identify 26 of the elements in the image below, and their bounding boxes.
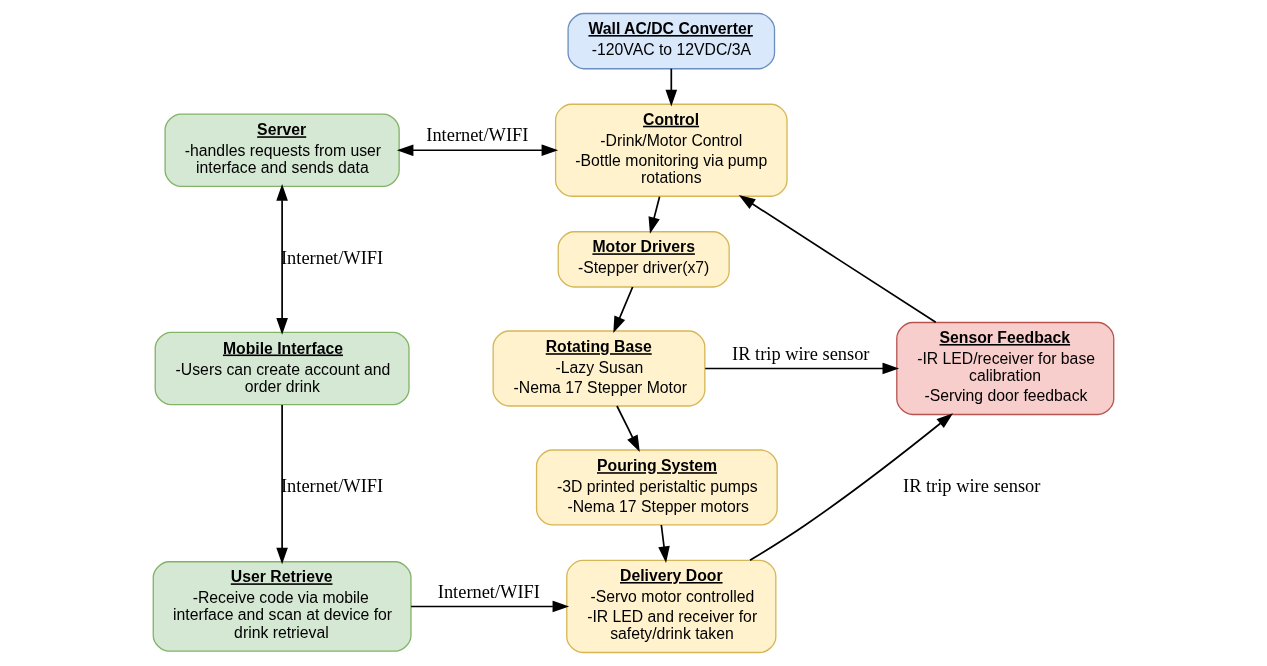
arrow: [410, 600, 570, 613]
arrow: [616, 405, 640, 452]
node-box: User Retrieve -Receive code via mobile interface and scan at device for drink retrieval: [152, 561, 412, 652]
node-box: Sensor Feedback -IR LED/receiver for base calibration -Serving door feedback: [896, 321, 1115, 416]
node-box: Wall AC/DC Converter -120VAC to 12VDC/3A: [567, 12, 776, 70]
arrow: [749, 413, 954, 562]
arrow: [665, 67, 678, 107]
node-box: Motor Drivers -Stepper driver(x7): [557, 231, 730, 288]
node-box: Control -Drink/Motor Control -Bottle monitoring via pump rotations: [554, 103, 788, 197]
edge-label: Internet/WIFI: [437, 581, 540, 602]
arrow: [396, 144, 559, 157]
edge-label: IR trip wire sensor: [732, 343, 870, 364]
node-box: Pouring System -3D printed peristaltic pumps -Nema 17 Stepper motors: [535, 449, 778, 526]
arrow: [738, 195, 937, 324]
node-box: Rotating Base -Lazy Susan -Nema 17 Stepper Motor: [492, 330, 706, 407]
arrow: [276, 184, 288, 335]
edge-label: IR trip wire sensor: [903, 476, 1041, 497]
arrow: [276, 404, 288, 565]
arrow: [613, 286, 634, 334]
edge-label: Internet/WIFI: [426, 125, 529, 146]
node-box: Server -handles requests from user interface and sends data: [164, 113, 400, 188]
arrow: [704, 362, 900, 375]
arrow: [648, 195, 661, 234]
arrow: [658, 524, 670, 563]
node-box: Mobile Interface -Users can create account and order drink: [154, 331, 410, 406]
node-box: Delivery Door -Servo motor controlled -IR LED and receiver for safety/drink taken: [566, 559, 777, 654]
